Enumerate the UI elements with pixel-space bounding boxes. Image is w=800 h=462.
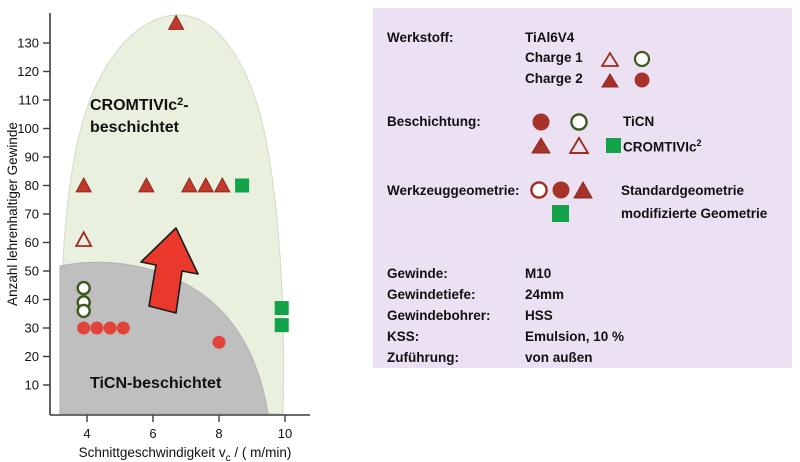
gewindebohrer-value: HSS	[525, 308, 553, 323]
chart-panel: CROMTIVIc2- beschichtet TiCN-beschichtet	[0, 0, 360, 462]
werkzeug-filled-square-icon	[551, 204, 570, 228]
data-point-filled-triangle	[213, 176, 231, 193]
data-point-filled-square	[274, 301, 289, 316]
data-point-filled-triangle	[75, 176, 93, 193]
data-markers	[74, 14, 289, 349]
data-point-filled-circle	[116, 321, 130, 335]
svg-text:120: 120	[17, 64, 39, 79]
improvement-arrow	[140, 227, 199, 314]
gewindetiefe-value: 24mm	[525, 287, 565, 302]
data-point-filled-triangle	[167, 14, 185, 30]
beschichtung-filled-square-icon	[605, 137, 622, 159]
data-point-filled-circle	[77, 321, 91, 335]
data-point-open-triangle	[74, 230, 93, 247]
x-axis-title: Schnittgeschwindigkeit vc / ( m/min)	[79, 445, 292, 462]
charge1-label: Charge 1	[525, 50, 583, 65]
beschichtung-filled-circle-icon	[531, 112, 551, 137]
svg-text:80: 80	[25, 178, 39, 193]
werkstoff-label: Werkstoff:	[387, 30, 454, 45]
filled-triangle-icon	[601, 72, 619, 93]
region-ticn	[59, 261, 269, 414]
y-axis-title: Anzahl lehrenhaltiger Gewinde	[5, 122, 20, 306]
open-circle-icon	[633, 50, 651, 73]
werkzeug-modified-value: modifizierte Geometrie	[621, 206, 768, 221]
charge2-label: Charge 2	[525, 71, 583, 86]
werkzeug-standard-value: Standardgeometrie	[621, 183, 745, 198]
data-point-open-circle	[76, 280, 91, 296]
x-axis-tick-labels: 4 6 8 10	[83, 426, 292, 441]
beschichtung-open-circle-icon	[569, 112, 589, 137]
svg-text:70: 70	[25, 207, 39, 222]
svg-text:6: 6	[149, 426, 156, 441]
beschichtung-open-triangle-icon	[568, 136, 590, 159]
werkstoff-value: TiAl6V4	[525, 30, 575, 45]
beschichtung-ticn-value: TiCN	[623, 114, 655, 129]
open-triangle-icon	[600, 51, 620, 72]
svg-text:50: 50	[25, 264, 39, 279]
werkzeug-open-circle-icon	[529, 180, 549, 205]
kss-label: KSS:	[387, 329, 420, 344]
werkzeug-filled-triangle-icon	[573, 180, 593, 204]
svg-text:40: 40	[25, 292, 39, 307]
svg-text:30: 30	[25, 321, 39, 336]
beschichtung-label: Beschichtung:	[387, 114, 481, 129]
svg-text:60: 60	[25, 235, 39, 250]
svg-text:20: 20	[25, 349, 39, 364]
chart-axes	[43, 13, 310, 422]
process-window-scatter-chart: CROMTIVIc2- beschichtet TiCN-beschichtet	[5, 13, 310, 462]
gewindebohrer-label: Gewindebohrer:	[387, 308, 491, 323]
zufuehrung-value: von außen	[525, 350, 593, 365]
region-label-ticn: TiCN-beschichtet	[90, 375, 222, 392]
region-label-cromtivilc2-line2: beschichtet	[90, 119, 180, 136]
svg-text:100: 100	[17, 121, 39, 136]
svg-text:90: 90	[25, 150, 39, 165]
werkzeuggeometrie-label: Werkzeuggeometrie:	[387, 183, 520, 198]
data-point-filled-square	[235, 178, 250, 193]
data-point-filled-triangle	[180, 176, 198, 193]
svg-text:130: 130	[17, 36, 39, 51]
data-point-filled-circle	[103, 321, 117, 335]
data-point-filled-circle	[212, 335, 226, 349]
region-label-cromtivilc2: CROMTIVIc2-	[90, 96, 189, 114]
svg-text:110: 110	[18, 93, 39, 108]
kss-value: Emulsion, 10 %	[525, 329, 625, 344]
svg-text:8: 8	[215, 426, 222, 441]
gewindetiefe-label: Gewindetiefe:	[387, 287, 476, 302]
data-point-filled-triangle	[138, 176, 155, 193]
gewinde-label: Gewinde:	[387, 266, 448, 281]
y-axis-tick-labels: 130 120 110 100 90 80 70 60 50 40 30 20 …	[17, 36, 39, 393]
svg-text:10: 10	[25, 378, 39, 393]
data-point-open-circle	[76, 303, 91, 319]
werkzeug-filled-circle-icon	[551, 180, 571, 205]
svg-text:10: 10	[278, 426, 292, 441]
beschichtung-filled-triangle-icon	[531, 136, 551, 159]
data-point-filled-square	[274, 318, 289, 333]
info-legend-panel: Werkstoff: TiAl6V4 Charge 1 Charge 2 Bes…	[373, 8, 792, 368]
data-point-filled-circle	[90, 321, 104, 335]
filled-circle-icon	[633, 71, 651, 94]
svg-text:4: 4	[83, 426, 90, 441]
gewinde-value: M10	[525, 266, 552, 281]
zufuehrung-label: Zuführung:	[387, 350, 459, 365]
data-point-filled-triangle	[197, 176, 215, 193]
beschichtung-cromtivilc2-value: CROMTIVIc2	[623, 138, 702, 155]
